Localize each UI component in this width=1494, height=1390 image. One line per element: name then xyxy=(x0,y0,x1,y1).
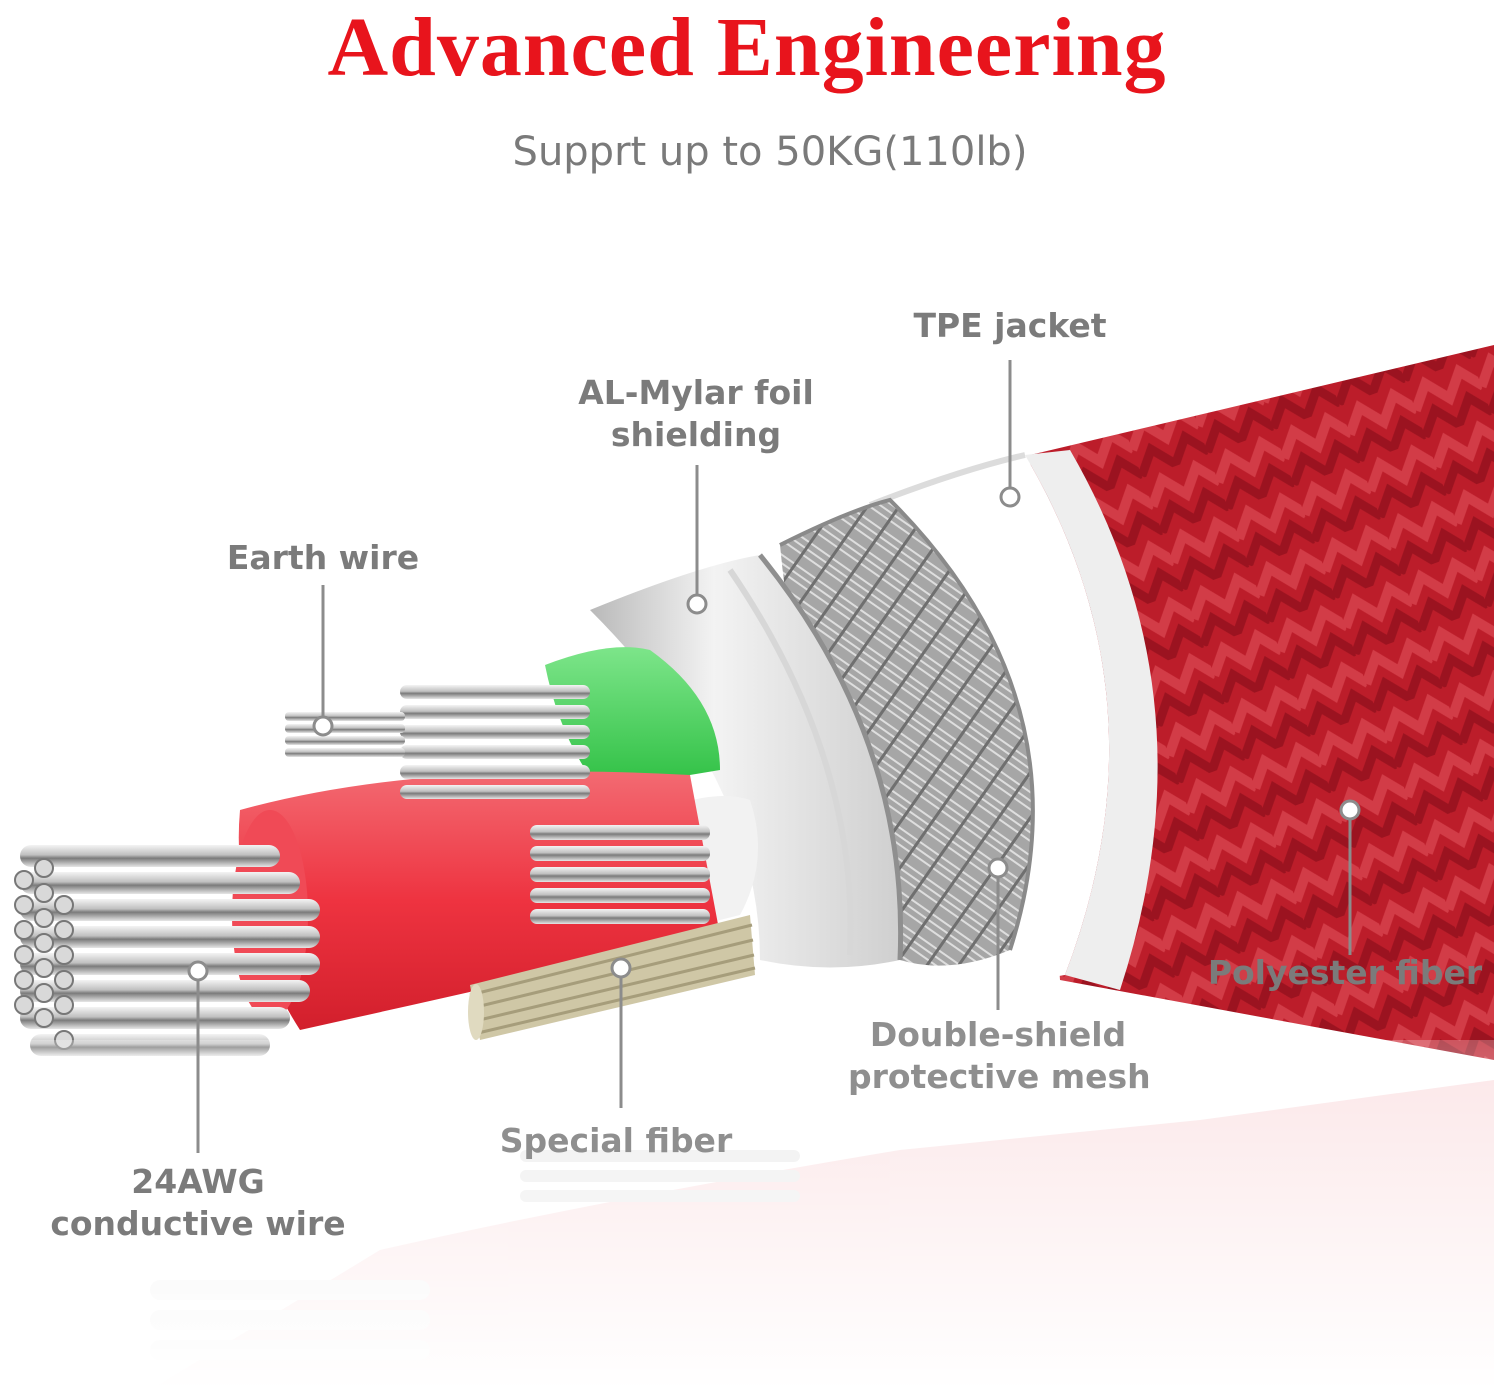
label-earth-wire-text: Earth wire xyxy=(226,538,420,577)
label-al-mylar: AL-Mylar foil shielding xyxy=(556,372,836,456)
double-shield-mesh xyxy=(779,497,1035,966)
al-mylar-foil-ring xyxy=(590,553,904,968)
page-title: Advanced Engineering xyxy=(327,1,1167,94)
label-double-shield-line1: Double-shield xyxy=(869,1015,1127,1054)
label-earth-wire: Earth wire xyxy=(208,537,438,579)
callout-lines xyxy=(196,360,1352,1153)
page-subtitle: Supprt up to 50KG(110lb) xyxy=(512,129,1028,175)
label-polyester-fiber: Polyester fiber xyxy=(1205,952,1485,994)
label-polyester-fiber-text: Polyester fiber xyxy=(1207,953,1483,992)
white-wire-strands xyxy=(530,825,710,924)
label-al-mylar-line1: AL-Mylar foil xyxy=(578,373,814,412)
label-double-shield: Double-shield protective mesh xyxy=(848,1014,1151,1098)
callout-dots xyxy=(187,486,1361,982)
label-double-shield-line2: protective mesh xyxy=(848,1057,1151,1096)
label-tpe-jacket-text: TPE jacket xyxy=(913,306,1107,345)
earth-wire-strands xyxy=(285,712,405,757)
label-special-fiber: Special fiber xyxy=(491,1120,741,1162)
label-al-mylar-line2: shielding xyxy=(610,415,782,454)
label-tpe-jacket: TPE jacket xyxy=(900,305,1120,347)
label-24awg: 24AWG conductive wire xyxy=(48,1161,348,1245)
label-24awg-line1: 24AWG xyxy=(131,1162,265,1201)
green-wire-strands xyxy=(400,685,590,799)
label-24awg-line2: conductive wire xyxy=(50,1204,346,1243)
label-special-fiber-text: Special fiber xyxy=(499,1121,733,1160)
